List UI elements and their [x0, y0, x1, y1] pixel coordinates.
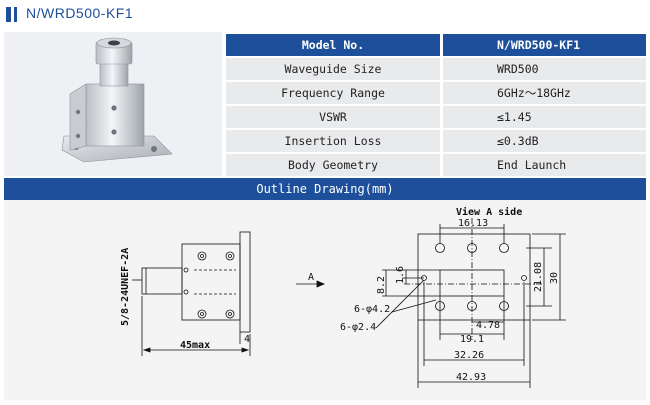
dim-16-13: 16.13	[458, 218, 488, 229]
dim-hole-2-4: 6-φ2.4	[340, 322, 376, 333]
spec-row: VSWR ≤1.45	[226, 106, 646, 128]
outline-drawing: View A side A 5/8-24UNEF-2A 45max 4 16.1…	[4, 200, 646, 400]
spec-key: Body Geometry	[226, 154, 440, 176]
page-header: N/WRD500-KF1	[0, 0, 650, 28]
view-a-label: View A side	[456, 206, 522, 218]
dim-hole-4-2: 6-φ4.2	[354, 304, 390, 315]
dim-4-78: 4.78	[476, 320, 500, 331]
flange-face-outline	[417, 233, 531, 321]
header-accent-bar	[6, 7, 11, 22]
outline-drawing-svg: View A side A 5/8-24UNEF-2A 45max 4 16.1…	[120, 206, 566, 388]
spec-row: Body Geometry End Launch	[226, 154, 646, 176]
spec-row: Frequency Range 6GHz～18GHz	[226, 82, 646, 104]
spec-key: VSWR	[226, 106, 440, 128]
spec-key: Waveguide Size	[226, 58, 440, 80]
dim-32-26: 32.26	[454, 350, 484, 361]
spec-value: ≤1.45	[440, 106, 646, 128]
spec-row: Insertion Loss ≤0.3dB	[226, 130, 646, 152]
spec-key: Frequency Range	[226, 82, 440, 104]
adapter-illustration	[61, 37, 173, 163]
spec-value: 6GHz～18GHz	[440, 82, 646, 104]
spec-table: Model No. N/WRD500-KF1 Waveguide Size WR…	[226, 32, 646, 178]
header-accent-bar-thin	[14, 7, 17, 22]
spec-value: N/WRD500-KF1	[440, 34, 646, 56]
dim-length: 45max	[180, 340, 210, 351]
connector-outline	[141, 267, 183, 295]
arrow-a-label: A	[308, 272, 314, 283]
spec-key: Insertion Loss	[226, 130, 440, 152]
flange-outline	[239, 231, 251, 333]
spec-value: End Launch	[440, 154, 646, 176]
dim-30: 30	[549, 272, 560, 284]
dim-42-93: 42.93	[456, 372, 486, 383]
dim-19-1: 19.1	[460, 334, 484, 345]
dim-21-08: 21.08	[533, 262, 544, 292]
dim-1-6: 1.6	[395, 266, 406, 284]
outline-title-bar: Outline Drawing(mm)	[4, 178, 646, 200]
dim-8-2: 8.2	[376, 276, 387, 294]
spec-header-row: Model No. N/WRD500-KF1	[226, 34, 646, 56]
product-photo	[4, 32, 222, 176]
dim-flange: 4	[244, 334, 250, 345]
thread-label: 5/8-24UNEF-2A	[120, 248, 131, 326]
spec-value: WRD500	[440, 58, 646, 80]
page-title: N/WRD500-KF1	[26, 5, 134, 21]
spec-row: Waveguide Size WRD500	[226, 58, 646, 80]
spec-key: Model No.	[226, 34, 440, 56]
spec-value: ≤0.3dB	[440, 130, 646, 152]
